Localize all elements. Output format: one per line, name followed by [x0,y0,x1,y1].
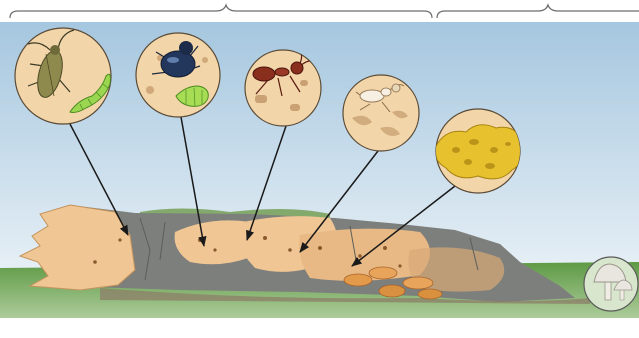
bark-beetle-inset [136,33,220,117]
termite-inset [343,75,419,151]
mushroom-circle [584,257,638,311]
longhorn-beetle-inset [15,28,111,124]
white-bottom-band [0,318,639,338]
bracket-right-marker: . [546,0,549,8]
carpenter-ant-inset [245,50,321,126]
